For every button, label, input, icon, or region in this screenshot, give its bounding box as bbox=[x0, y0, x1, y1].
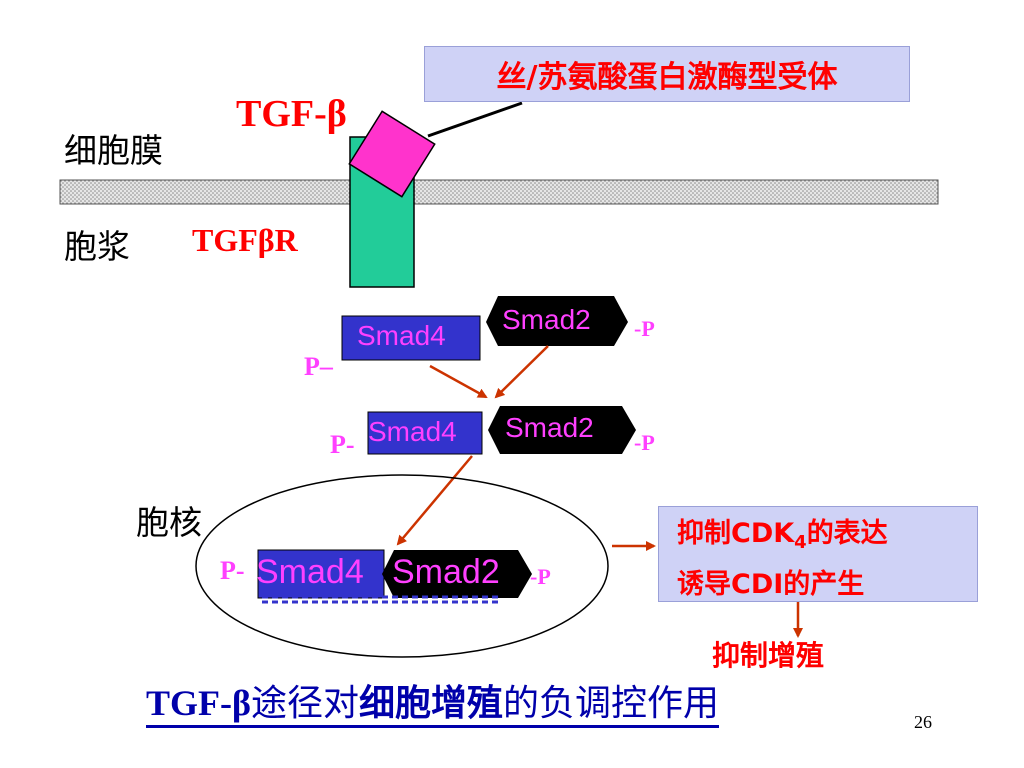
title-part-2: 途径对 bbox=[250, 683, 359, 724]
smad2-label-complex: Smad2 bbox=[505, 412, 594, 443]
smad2-protein-free bbox=[486, 296, 628, 346]
phospho-label-left-3: P- bbox=[220, 556, 245, 585]
arrow-smad2-to-complex bbox=[494, 345, 549, 399]
cell-membrane bbox=[59, 179, 939, 205]
effect-line-2: 诱导CDI的产生 bbox=[677, 569, 865, 600]
smad4-label-free: Smad4 bbox=[357, 320, 446, 351]
receptor-type-label-box: 丝/苏氨酸蛋白激酶型受体 bbox=[424, 46, 910, 102]
receptor-pointer-line bbox=[427, 101, 523, 138]
phospho-label-right-2: -P bbox=[634, 430, 655, 455]
phospho-label-right-1: -P bbox=[634, 316, 655, 341]
nucleus bbox=[195, 474, 609, 658]
smad4-protein-complex bbox=[367, 411, 483, 455]
nucleus-label: 胞核 bbox=[136, 503, 202, 542]
smad2-label-nuclear: Smad2 bbox=[392, 553, 500, 591]
effect-line-1: 抑制CDK4的表达 bbox=[677, 518, 888, 553]
ligand-label: TGF-β bbox=[236, 93, 347, 135]
receptor-type-label: 丝/苏氨酸蛋白激酶型受体 bbox=[496, 60, 838, 95]
smad2-protein-nuclear bbox=[382, 550, 532, 598]
phospho-label-right-3: -P bbox=[530, 564, 551, 589]
title-part-3: 细胞增殖 bbox=[358, 683, 503, 724]
effect-proliferation-label: 抑制增殖 bbox=[712, 639, 825, 672]
title-part-1: TGF-β bbox=[146, 683, 251, 723]
cytoplasm-label: 胞浆 bbox=[64, 227, 130, 266]
smad4-protein-free bbox=[341, 315, 481, 361]
smad4-label-nuclear: Smad4 bbox=[256, 553, 364, 591]
page-number: 26 bbox=[914, 712, 932, 732]
smad2-protein-complex bbox=[488, 406, 636, 454]
title-part-4: 的负调控作用 bbox=[503, 683, 720, 724]
membrane-label: 细胞膜 bbox=[64, 131, 163, 170]
effect-box: 抑制CDK4的表达 诱导CDI的产生 bbox=[658, 506, 978, 602]
phospho-label-left-2: P- bbox=[330, 430, 355, 459]
arrow-complex-to-nucleus bbox=[396, 455, 473, 546]
phospho-label-left-1: P– bbox=[304, 352, 333, 381]
smad4-protein-nuclear bbox=[257, 549, 385, 599]
smad2-label-free: Smad2 bbox=[502, 304, 591, 335]
arrow-smad4-to-complex bbox=[429, 364, 488, 399]
smad4-label-complex: Smad4 bbox=[368, 416, 457, 447]
receptor-name-label: TGFβR bbox=[192, 222, 298, 258]
slide-title: TGF-β途径对细胞增殖的负调控作用 bbox=[146, 682, 720, 728]
tgf-beta-ligand bbox=[348, 110, 436, 198]
